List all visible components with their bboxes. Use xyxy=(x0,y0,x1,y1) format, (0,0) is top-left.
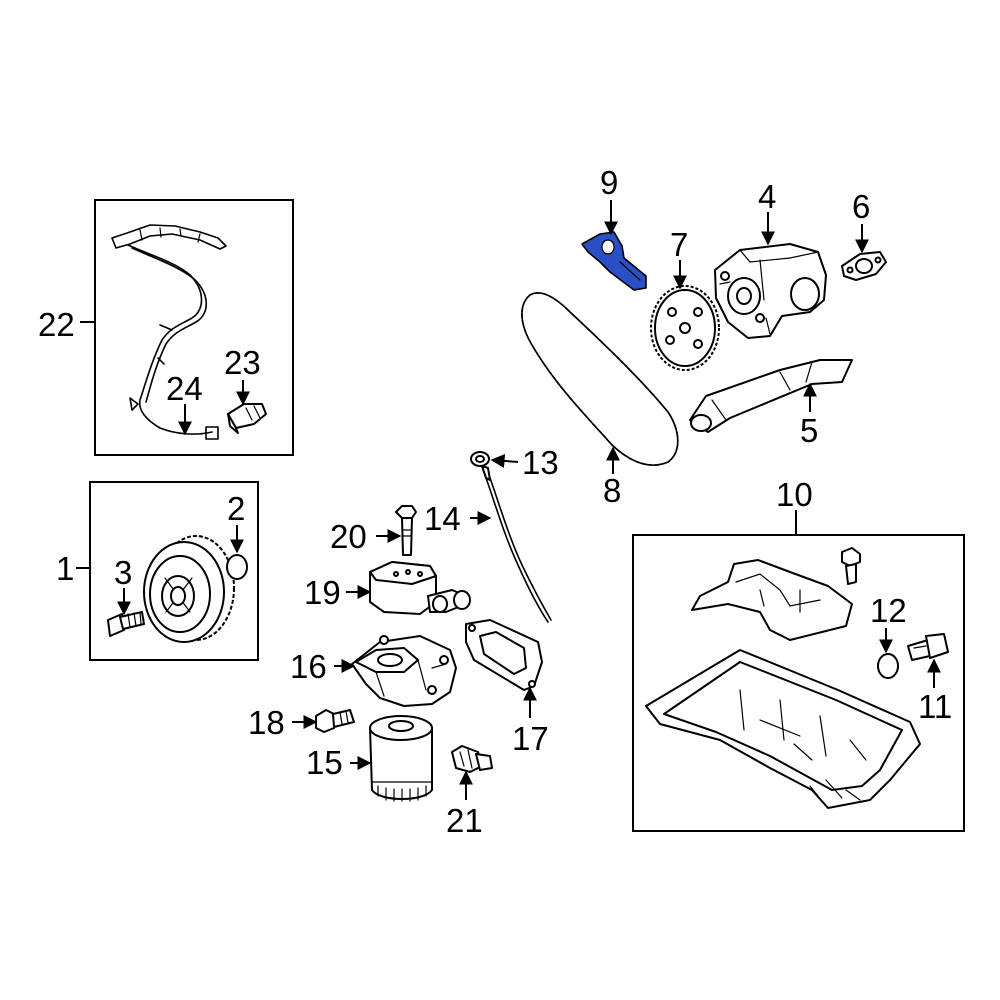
callout-4: 4 xyxy=(758,178,776,215)
part-17-gasket[interactable] xyxy=(465,619,543,691)
callout-11: 11 xyxy=(918,688,952,725)
part-4-oil-pump[interactable] xyxy=(714,243,827,339)
callout-24: 24 xyxy=(166,370,203,407)
callout-19: 19 xyxy=(304,574,341,611)
part-12-washer[interactable] xyxy=(877,653,899,679)
part-10-pan-bolt[interactable] xyxy=(841,547,861,585)
callout-23: 23 xyxy=(224,344,261,381)
part-14-dipstick[interactable] xyxy=(485,477,552,623)
callout-17: 17 xyxy=(512,720,549,757)
callout-18: 18 xyxy=(248,704,285,741)
callout-2: 2 xyxy=(227,490,245,527)
part-11-drain-bolt[interactable] xyxy=(907,633,949,661)
part-3-bolt[interactable] xyxy=(107,611,145,637)
callout-22: 22 xyxy=(38,306,75,343)
part-8-timing-chain[interactable] xyxy=(521,292,679,466)
part-1-crankshaft-pulley[interactable] xyxy=(143,535,235,643)
callout-labels: 22 23 24 1 2 3 9 7 4 6 5 8 10 12 11 13 1… xyxy=(38,164,952,839)
leader-lines xyxy=(76,200,941,800)
callout-9: 9 xyxy=(600,164,618,201)
part-16-filter-adapter[interactable] xyxy=(351,635,457,707)
callout-8: 8 xyxy=(603,472,621,509)
part-19-oil-cooler[interactable] xyxy=(369,561,471,615)
callout-5: 5 xyxy=(800,412,818,449)
part-23-sensor[interactable] xyxy=(227,403,267,434)
callout-14: 14 xyxy=(424,500,461,537)
part-10-oil-pan[interactable] xyxy=(645,559,921,809)
callout-7: 7 xyxy=(670,226,688,263)
part-6-gasket[interactable] xyxy=(841,251,887,281)
part-15-oil-filter[interactable] xyxy=(369,715,433,802)
group-box-1 xyxy=(89,481,259,661)
part-7-sprocket[interactable] xyxy=(650,285,720,371)
group-box-10 xyxy=(632,534,965,832)
group-box-22 xyxy=(94,199,294,456)
part-21-oil-pressure-sensor[interactable] xyxy=(451,745,493,773)
callout-6: 6 xyxy=(852,188,870,225)
callout-20: 20 xyxy=(330,518,367,555)
part-9-chain-guide[interactable] xyxy=(581,231,647,291)
callout-1: 1 xyxy=(56,550,74,587)
part-2-seal[interactable] xyxy=(226,554,248,580)
callout-3: 3 xyxy=(114,554,132,591)
callout-12: 12 xyxy=(870,592,907,629)
part-5-tensioner-arm[interactable] xyxy=(689,359,853,433)
part-13-dipstick-handle[interactable] xyxy=(470,451,491,481)
callout-13: 13 xyxy=(522,444,559,481)
callout-10: 10 xyxy=(776,476,813,513)
part-18-bolt[interactable] xyxy=(315,709,355,733)
part-22-wiring-harness[interactable] xyxy=(111,224,227,440)
callout-21: 21 xyxy=(446,802,483,839)
part-20-bolt[interactable] xyxy=(395,505,417,556)
callout-15: 15 xyxy=(306,744,343,781)
callout-16: 16 xyxy=(290,648,327,685)
